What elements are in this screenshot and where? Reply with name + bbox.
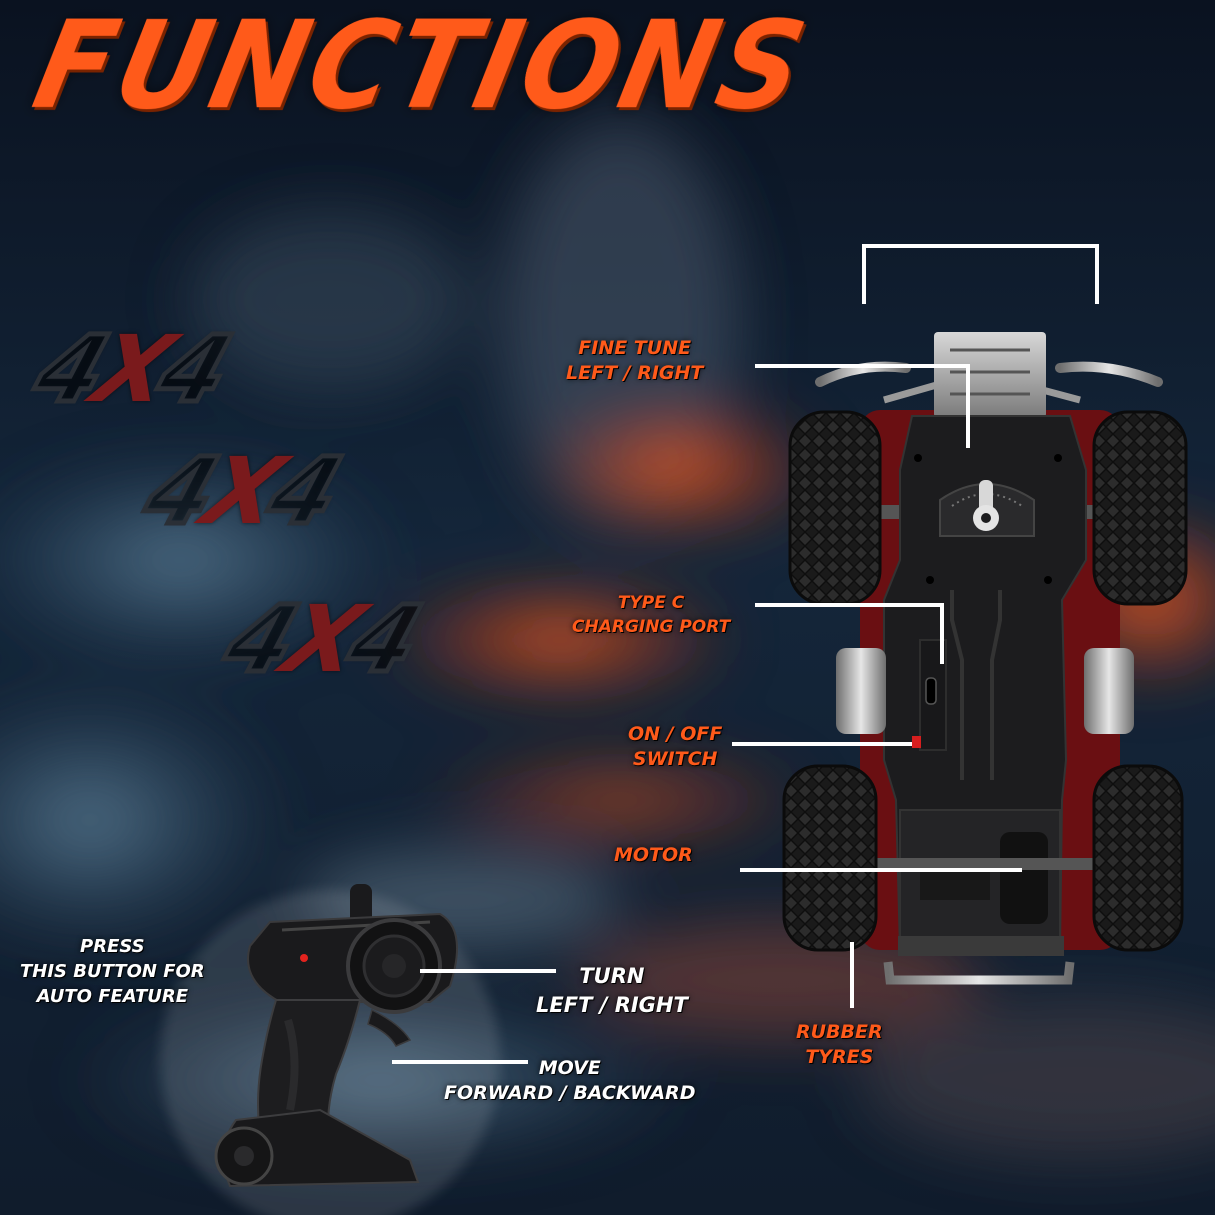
label-line: THIS BUTTON FOR bbox=[20, 961, 205, 982]
label-line: LEFT / RIGHT bbox=[566, 362, 704, 384]
remote-controller-image bbox=[160, 884, 500, 1215]
label-line: RUBBER bbox=[796, 1021, 883, 1043]
label-motor: MOTOR bbox=[614, 843, 693, 868]
badge-4x4: 4X4 bbox=[20, 314, 376, 426]
label-line: SWITCH bbox=[632, 748, 718, 770]
label-line: AUTO FEATURE bbox=[36, 986, 189, 1007]
label-move: MOVE FORWARD / BACKWARD bbox=[444, 1056, 695, 1106]
car-bracket bbox=[862, 244, 1099, 304]
label-line: PRESS bbox=[80, 936, 145, 957]
label-line: TYPE C bbox=[617, 593, 685, 613]
label-line: TYRES bbox=[805, 1046, 874, 1068]
badge-4x4: 4X4 bbox=[130, 436, 486, 548]
label-line: MOVE bbox=[538, 1057, 601, 1079]
label-turn: TURN LEFT / RIGHT bbox=[536, 962, 688, 1020]
label-fine-tune: FINE TUNE LEFT / RIGHT bbox=[566, 336, 703, 386]
label-type-c-charging-port: TYPE C CHARGING PORT bbox=[572, 591, 730, 639]
callout-type-c bbox=[755, 603, 944, 664]
label-line: FINE TUNE bbox=[578, 337, 692, 359]
label-line: TURN bbox=[579, 964, 645, 988]
badge-4x4: 4X4 bbox=[210, 584, 566, 696]
callout-fine-tune bbox=[755, 364, 970, 448]
label-press-button: PRESS THIS BUTTON FOR AUTO FEATURE bbox=[20, 934, 205, 1009]
label-line: MOTOR bbox=[614, 844, 693, 866]
label-line: CHARGING PORT bbox=[572, 617, 731, 637]
label-line: ON / OFF bbox=[628, 723, 723, 745]
rc-car-image bbox=[782, 332, 1188, 985]
label-rubber-tyres: RUBBER TYRES bbox=[796, 1020, 883, 1070]
page-title: FUNCTIONS bbox=[23, 0, 820, 137]
label-on-off-switch: ON / OFF SWITCH bbox=[628, 722, 722, 772]
label-line: FORWARD / BACKWARD bbox=[444, 1082, 696, 1104]
label-line: LEFT / RIGHT bbox=[536, 993, 688, 1017]
callout-lines bbox=[392, 364, 1022, 1064]
